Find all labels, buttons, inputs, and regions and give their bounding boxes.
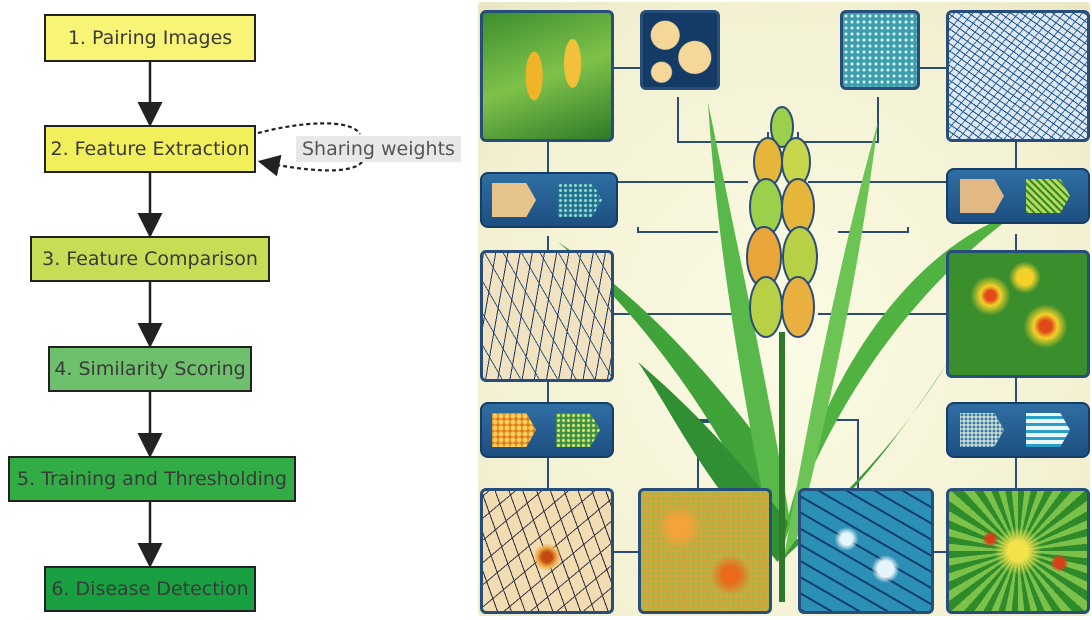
blue-cell-network-image (798, 488, 934, 614)
yellow-lesion-spots-image (946, 250, 1090, 378)
sand-texture-chip (492, 183, 536, 217)
fine-texture-thumb (840, 10, 920, 90)
sharing-weights-label: Sharing weights (296, 136, 461, 162)
step-pairing-images: 1. Pairing Images (44, 14, 256, 62)
sand-texture-chip-right (960, 179, 1004, 213)
step-disease-detection: 6. Disease Detection (44, 566, 256, 612)
orange-green-texture-image (638, 488, 772, 614)
wheat-illustration-panel (478, 2, 1090, 616)
orange-texture-chip (492, 413, 536, 447)
feature-badge-bottom-right (946, 402, 1090, 458)
green-dots-chip (556, 413, 600, 447)
step-similarity-scoring: 4. Similarity Scoring (48, 346, 252, 392)
leaf-vein-chip (1026, 179, 1070, 213)
step-training-thresholding: 5. Training and Thresholding (8, 456, 296, 502)
leaf-vein-image (480, 250, 614, 382)
branching-neuron-image (480, 488, 614, 614)
corn-cobs-image (480, 10, 614, 142)
feature-badge-bottom-left (480, 402, 614, 458)
cell-pattern-thumb (640, 10, 720, 90)
step-feature-comparison: 3. Feature Comparison (30, 236, 270, 282)
patterned-chip (960, 413, 1004, 447)
flowchart-connectors (0, 0, 470, 620)
feature-badge-top-left (480, 172, 618, 228)
teal-dots-chip (558, 183, 602, 217)
flowchart: 1. Pairing Images 2. Feature Extraction … (0, 0, 470, 620)
feature-badge-top-right (946, 168, 1090, 224)
wave-chip (1026, 413, 1070, 447)
step-feature-extraction: 2. Feature Extraction (44, 125, 256, 173)
blue-fiber-network-image (946, 10, 1090, 142)
radial-burst-image (946, 488, 1090, 614)
